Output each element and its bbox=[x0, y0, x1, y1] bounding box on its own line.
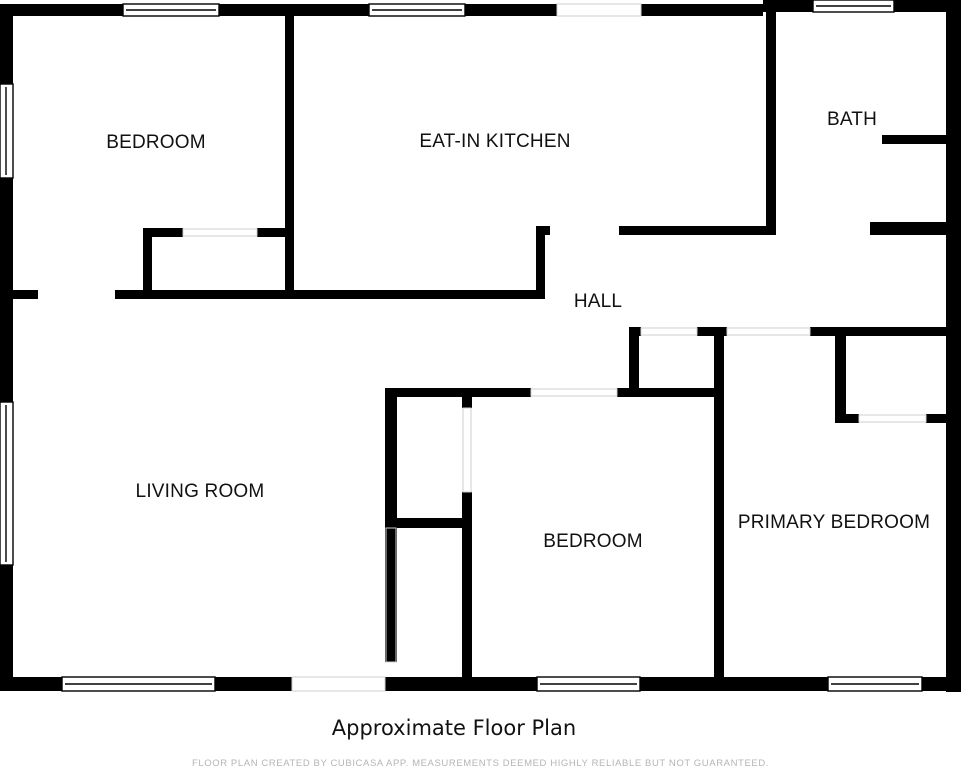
wall-top-mid-c bbox=[641, 4, 763, 16]
walls bbox=[0, 0, 961, 692]
wall-bottom-e bbox=[922, 677, 961, 691]
room-label-primary-bedroom: PRIMARY BEDROOM bbox=[737, 512, 931, 533]
wall-primary-closet-bottom-b bbox=[926, 414, 956, 423]
wall-hall-closet-top-b bbox=[697, 327, 727, 336]
wall-primary-closet-left bbox=[835, 327, 846, 423]
wall-bath-bottom bbox=[870, 222, 950, 235]
wall-bedroom2-top-a bbox=[385, 388, 531, 397]
wall-bottom-a bbox=[0, 677, 62, 691]
door-top-kitchen bbox=[556, 3, 642, 17]
wall-closet2-mid bbox=[385, 518, 469, 528]
room-label-living-room: LIVING ROOM bbox=[135, 481, 265, 502]
wall-kitchen-stub bbox=[536, 226, 545, 298]
door-closet-top bbox=[182, 228, 258, 237]
wall-bath-shelf bbox=[882, 135, 954, 144]
wall-hall-closet-bottom bbox=[617, 388, 723, 397]
wall-top-bath-a bbox=[763, 0, 813, 12]
door-primary-closet bbox=[858, 414, 927, 423]
wall-bottom-b bbox=[215, 677, 292, 691]
wall-hall-closet-left bbox=[629, 327, 639, 393]
wall-bottom-d bbox=[640, 677, 828, 691]
plan-credit: FLOOR PLAN CREATED BY CUBICASA APP. MEAS… bbox=[191, 758, 770, 769]
wall-bedroom-kitchen bbox=[285, 10, 294, 298]
room-label-bath: BATH bbox=[826, 109, 878, 130]
wall-top-mid-b bbox=[465, 4, 557, 16]
door-bedroom2 bbox=[530, 388, 618, 397]
wall-bedroom-bottom-a bbox=[10, 290, 38, 299]
wall-hall-closet-top-c bbox=[810, 327, 958, 336]
wall-primary-closet-bottom-a bbox=[835, 414, 859, 423]
wall-bedroom-bottom-b bbox=[115, 290, 545, 299]
wall-top-left bbox=[0, 4, 123, 16]
wall-kitchen-bath bbox=[766, 10, 776, 230]
room-label-hall: HALL bbox=[573, 291, 623, 312]
plan-caption: Approximate Floor Plan bbox=[331, 716, 577, 740]
wall-closet-top-b bbox=[257, 228, 293, 237]
room-label-bedroom: BEDROOM bbox=[106, 132, 206, 153]
wall-left-c bbox=[0, 565, 13, 691]
floor-plan bbox=[0, 0, 961, 692]
wall-closet2-right-b bbox=[462, 492, 472, 690]
windows bbox=[0, 0, 923, 692]
door-bottom-living bbox=[291, 676, 386, 692]
door-closet2 bbox=[462, 407, 472, 493]
room-label-bedroom-2: BEDROOM bbox=[543, 531, 643, 552]
wall-bottom-c bbox=[385, 677, 537, 691]
room-label-kitchen: EAT-IN KITCHEN bbox=[419, 131, 571, 152]
door-openings bbox=[182, 3, 927, 692]
wall-right-main bbox=[946, 222, 961, 692]
door-living-closet bbox=[385, 527, 397, 663]
door-hall-closet bbox=[640, 327, 698, 336]
wall-right-bath bbox=[946, 0, 961, 222]
wall-bedroom2-primary bbox=[714, 327, 724, 691]
wall-top-bath-b bbox=[894, 0, 955, 12]
wall-left-a bbox=[0, 4, 13, 84]
wall-closet2-right-a bbox=[462, 388, 472, 408]
wall-closet-left bbox=[143, 228, 152, 298]
wall-kitchen-stub-cap bbox=[536, 226, 550, 235]
wall-closet-top-a bbox=[143, 228, 183, 237]
door-primary bbox=[726, 327, 811, 336]
wall-left-b bbox=[0, 178, 13, 402]
wall-hall-top bbox=[619, 226, 776, 235]
